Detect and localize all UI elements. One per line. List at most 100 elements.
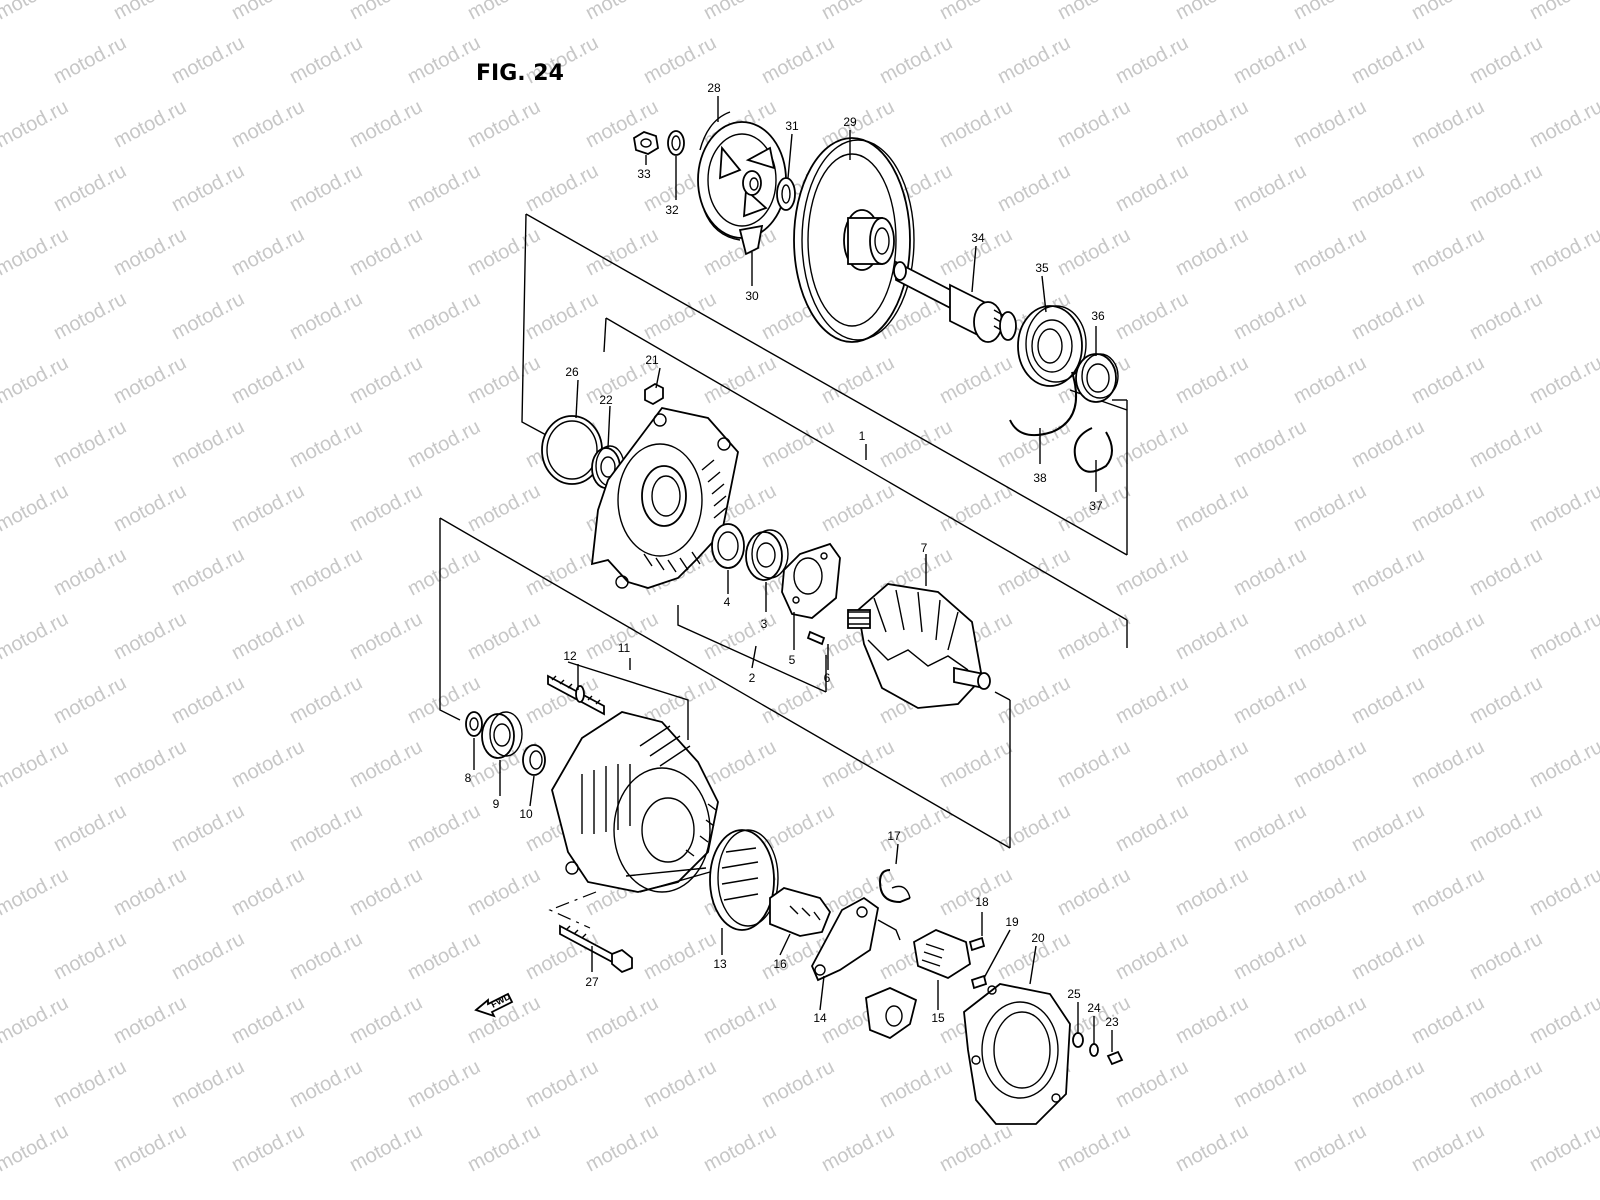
- callout-17: 17: [887, 829, 901, 843]
- watermark-text: motod.ru: [1172, 992, 1252, 1048]
- watermark-text: motod.ru: [1466, 928, 1546, 984]
- callout-19: 19: [1005, 915, 1019, 929]
- watermark-text: motod.ru: [994, 160, 1074, 216]
- watermark-text: motod.ru: [700, 0, 780, 24]
- callout-10: 10: [519, 807, 533, 821]
- shaft-34: [893, 260, 1017, 343]
- watermark-text: motod.ru: [286, 160, 366, 216]
- watermark-text: motod.ru: [640, 1056, 720, 1112]
- watermark-text: motod.ru: [228, 864, 308, 920]
- watermark-text: motod.ru: [0, 96, 72, 152]
- watermark-text: motod.ru: [818, 1120, 898, 1176]
- regulator-15: [913, 929, 971, 980]
- watermark-text: motod.ru: [1348, 928, 1428, 984]
- watermark-text: motod.ru: [1348, 160, 1428, 216]
- watermark-text: motod.ru: [464, 1120, 544, 1176]
- watermark-text: motod.ru: [700, 736, 780, 792]
- watermark-text: motod.ru: [1290, 992, 1370, 1048]
- seal-36: [1075, 353, 1119, 403]
- screw-19: [970, 974, 988, 990]
- watermark-text: motod.ru: [876, 416, 956, 472]
- watermark-text: motod.ru: [50, 672, 130, 728]
- watermark-text: motod.ru: [1112, 32, 1192, 88]
- watermark-text: motod.ru: [1526, 480, 1600, 536]
- watermark-text: motod.ru: [404, 928, 484, 984]
- washer-24: [1089, 1043, 1099, 1057]
- watermark-text: motod.ru: [1408, 1120, 1488, 1176]
- callout-3: 3: [761, 617, 768, 631]
- callout-25: 25: [1067, 987, 1081, 1001]
- watermark-text: motod.ru: [228, 352, 308, 408]
- watermark-text: motod.ru: [994, 32, 1074, 88]
- watermark-text: motod.ru: [168, 544, 248, 600]
- watermark-text: motod.ru: [1526, 1120, 1600, 1176]
- watermark-text: motod.ru: [640, 928, 720, 984]
- callout-23: 23: [1105, 1015, 1119, 1029]
- callout-12: 12: [563, 649, 577, 663]
- bracket-1-left: [521, 213, 549, 437]
- screw-23: [1106, 1050, 1124, 1066]
- watermark-text: motod.ru: [50, 1056, 130, 1112]
- watermark-text: motod.ru: [0, 224, 72, 280]
- watermark-text: motod.ru: [640, 288, 720, 344]
- bracket-3-right-tick: [994, 691, 1011, 701]
- bracket-2-left: [603, 317, 607, 353]
- watermark-text: motod.ru: [404, 160, 484, 216]
- watermark-text: motod.ru: [346, 352, 426, 408]
- watermark-text: motod.ru: [1230, 1056, 1310, 1112]
- washer-25: [1072, 1032, 1084, 1048]
- watermark-text: motod.ru: [994, 416, 1074, 472]
- watermark-text: motod.ru: [1112, 800, 1192, 856]
- watermark-text: motod.ru: [228, 992, 308, 1048]
- watermark-text: motod.ru: [1526, 992, 1600, 1048]
- watermark-text: motod.ru: [1408, 224, 1488, 280]
- watermark-text: motod.ru: [1172, 0, 1252, 24]
- rectifier-16: [769, 887, 832, 937]
- bracket-2-top: [605, 317, 1128, 621]
- watermark-text: motod.ru: [0, 736, 72, 792]
- watermark-text: motod.ru: [1230, 32, 1310, 88]
- watermark-text: motod.ru: [1172, 480, 1252, 536]
- watermark-text: motod.ru: [1526, 224, 1600, 280]
- watermark-text: motod.ru: [1526, 352, 1600, 408]
- watermark-text: motod.ru: [1348, 32, 1428, 88]
- washer-32: [667, 130, 685, 156]
- callout-20: 20: [1031, 931, 1045, 945]
- watermark-text: motod.ru: [1408, 352, 1488, 408]
- watermark-text: motod.ru: [1054, 736, 1134, 792]
- watermark-text: motod.ru: [1112, 928, 1192, 984]
- watermark-text: motod.ru: [1466, 32, 1546, 88]
- callout-9: 9: [493, 797, 500, 811]
- watermark-text: motod.ru: [758, 1056, 838, 1112]
- watermark-text: motod.ru: [1290, 1120, 1370, 1176]
- watermark-text: motod.ru: [818, 480, 898, 536]
- watermark-text: motod.ru: [404, 416, 484, 472]
- watermark-text: motod.ru: [1230, 672, 1310, 728]
- watermark-text: motod.ru: [110, 736, 190, 792]
- watermark-text: motod.ru: [522, 160, 602, 216]
- watermark-text: motod.ru: [0, 480, 72, 536]
- watermark-text: motod.ru: [464, 0, 544, 24]
- watermark-text: motod.ru: [346, 1120, 426, 1176]
- callout-15: 15: [931, 1011, 945, 1025]
- watermark-text: motod.ru: [0, 864, 72, 920]
- watermark-text: motod.ru: [1112, 672, 1192, 728]
- callout-7: 7: [921, 541, 928, 555]
- bracket-1-top: [525, 213, 1128, 556]
- watermark-text: motod.ru: [168, 800, 248, 856]
- screw-18: [968, 936, 986, 952]
- watermark-text: motod.ru: [50, 160, 130, 216]
- watermark-text: motod.ru: [0, 608, 72, 664]
- rotor-7: [847, 583, 991, 709]
- watermark-text: motod.ru: [404, 32, 484, 88]
- callout-14: 14: [813, 1011, 827, 1025]
- watermark-text: motod.ru: [404, 800, 484, 856]
- watermark-text: motod.ru: [464, 480, 544, 536]
- watermark-text: motod.ru: [1054, 1120, 1134, 1176]
- watermark-text: motod.ru: [936, 1120, 1016, 1176]
- watermark-text: motod.ru: [228, 608, 308, 664]
- watermark-text: motod.ru: [1172, 864, 1252, 920]
- callout-29: 29: [843, 115, 857, 129]
- bolt-27: [559, 924, 633, 974]
